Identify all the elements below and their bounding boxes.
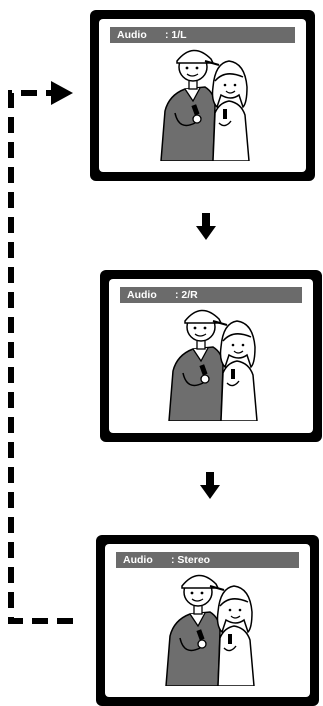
- arrow-down-icon: [200, 472, 220, 500]
- osd-bar: Audio : 1/L: [110, 27, 295, 43]
- osd-value: : 2/R: [175, 287, 198, 303]
- osd-value: : 1/L: [165, 27, 187, 43]
- tv-screen-audio-stereo: Audio : Stereo: [96, 535, 319, 706]
- osd-label: Audio: [123, 552, 153, 568]
- tv-screen-audio-1l: Audio : 1/L: [90, 10, 315, 181]
- osd-label: Audio: [127, 287, 157, 303]
- osd-bar: Audio : 2/R: [120, 287, 302, 303]
- singers-illustration: [160, 568, 256, 686]
- singers-illustration: [155, 43, 251, 161]
- osd-value: : Stereo: [171, 552, 210, 568]
- singers-illustration: [163, 303, 259, 421]
- osd-label: Audio: [117, 27, 147, 43]
- tv-screen-audio-2r: Audio : 2/R: [100, 270, 322, 442]
- arrow-down-icon: [196, 213, 216, 241]
- osd-bar: Audio : Stereo: [116, 552, 299, 568]
